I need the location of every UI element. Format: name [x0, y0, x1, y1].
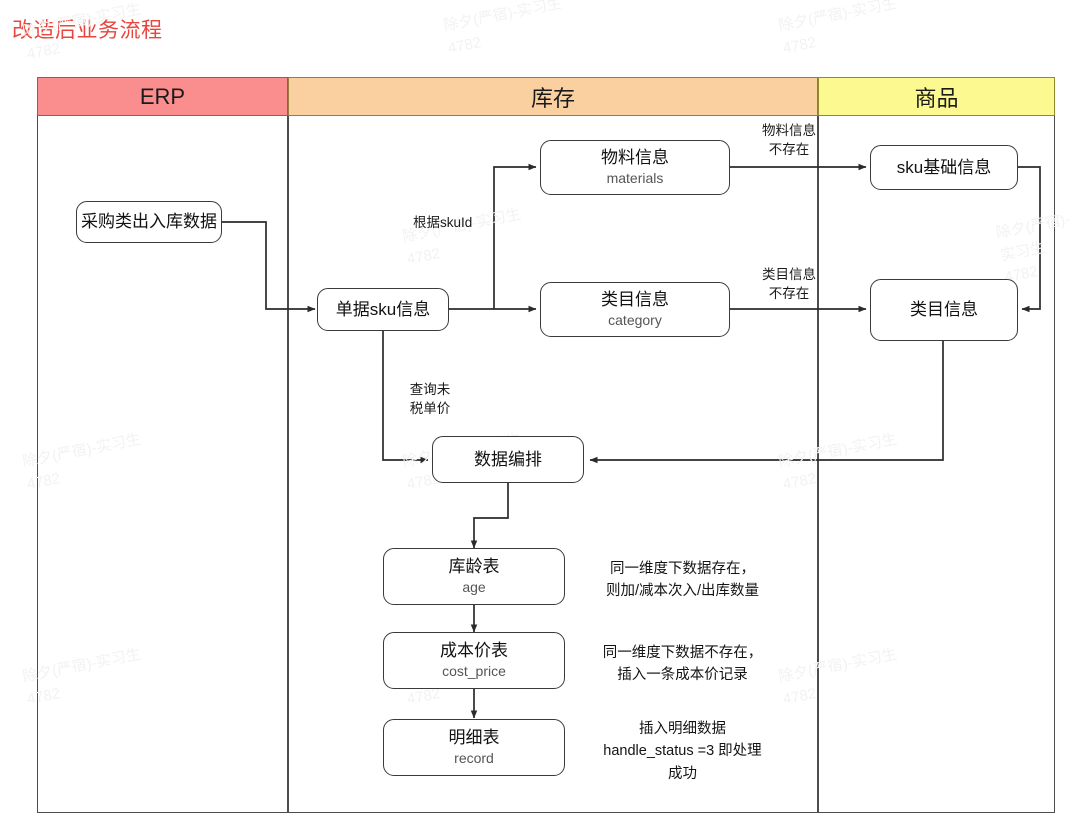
lane-label-goods: 商品 — [914, 85, 959, 111]
node-cost-price-table[interactable]: 成本价表 cost_price — [383, 632, 565, 689]
edge-label-query-price: 查询未 税单价 — [409, 382, 451, 416]
node-doc-sku-info[interactable]: 单据sku信息 — [317, 288, 449, 331]
node-sublabel: materials — [606, 170, 664, 187]
edge-label-category-missing: 类目信息 不存在 — [762, 267, 816, 301]
node-goods-category[interactable]: 类目信息 — [870, 279, 1018, 341]
edge-label-by-skuid: 根据skuId — [413, 215, 473, 230]
node-sublabel: age — [462, 579, 486, 596]
node-record-table[interactable]: 明细表 record — [383, 719, 565, 776]
node-label: 物料信息 — [601, 147, 669, 167]
lane-header-erp: ERP — [37, 77, 288, 116]
lane-body-stock — [288, 116, 818, 813]
node-label: 明细表 — [448, 727, 500, 747]
node-data-arrange[interactable]: 数据编排 — [432, 436, 584, 483]
node-label: 成本价表 — [440, 640, 508, 660]
node-sublabel: category — [608, 312, 662, 329]
node-label: sku基础信息 — [896, 157, 992, 177]
lane-header-stock: 库存 — [288, 77, 818, 116]
lane-label-stock: 库存 — [530, 85, 575, 111]
node-label: 库龄表 — [448, 556, 500, 576]
annotation-cost: 同一维度下数据不存在， 插入一条成本价记录 — [602, 645, 763, 684]
node-label: 单据sku信息 — [335, 299, 431, 319]
lane-body-erp — [37, 116, 288, 813]
annotation-record: 插入明细数据 handle_status =3 即处理 成功 — [603, 721, 762, 782]
node-label: 类目信息 — [601, 289, 669, 309]
node-purchase-data[interactable]: 采购类出入库数据 — [76, 201, 222, 243]
lane-label-erp: ERP — [139, 83, 186, 109]
node-label: 类目信息 — [910, 300, 978, 320]
node-sublabel: cost_price — [442, 663, 506, 680]
edge-label-materials-missing: 物料信息 不存在 — [762, 123, 816, 157]
node-sku-base-info[interactable]: sku基础信息 — [870, 145, 1018, 190]
node-label: 数据编排 — [474, 449, 542, 469]
page-title: 改造后业务流程 — [12, 19, 163, 42]
annotation-age: 同一维度下数据存在， 则加/减本次入/出库数量 — [605, 561, 760, 600]
node-category[interactable]: 类目信息 category — [540, 282, 730, 337]
node-materials[interactable]: 物料信息 materials — [540, 140, 730, 195]
node-label: 采购类出入库数据 — [81, 212, 217, 232]
node-sublabel: record — [454, 750, 494, 767]
node-age-table[interactable]: 库龄表 age — [383, 548, 565, 605]
lane-body-goods — [818, 116, 1055, 813]
lane-header-goods: 商品 — [818, 77, 1055, 116]
